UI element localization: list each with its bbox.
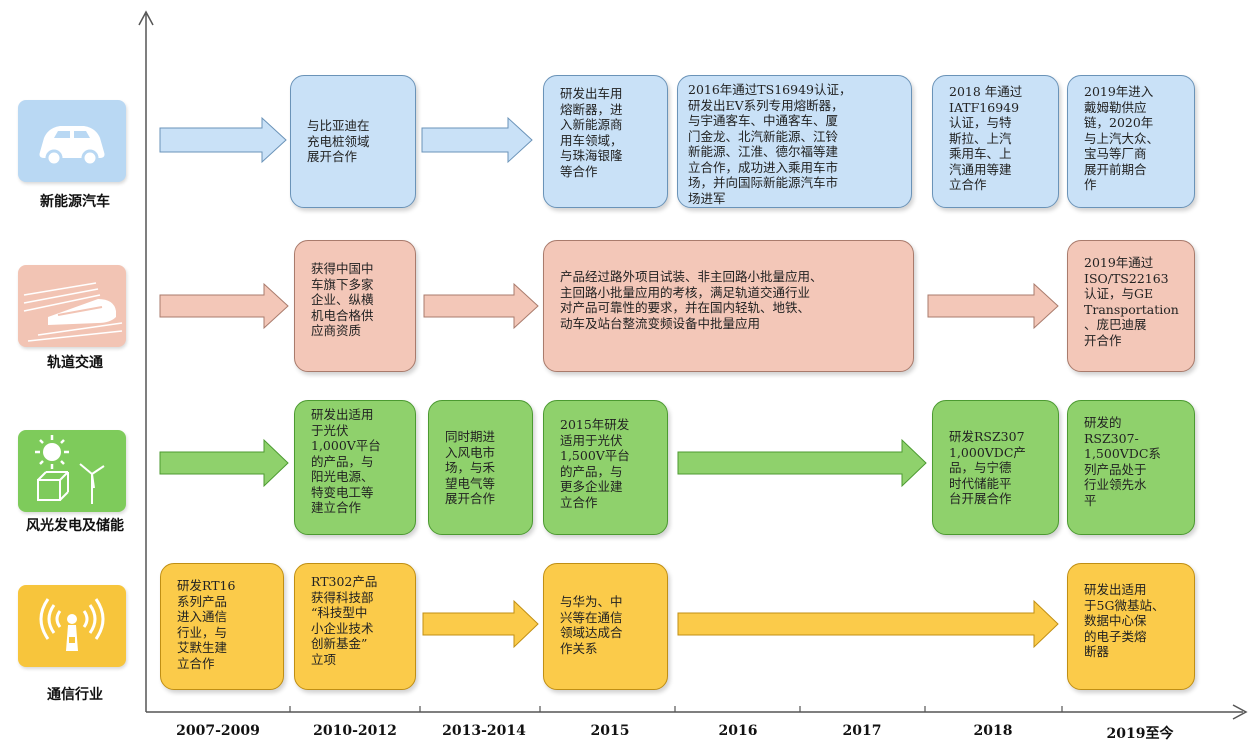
ev-box-2010: 与比亚迪在 充电桩领域 展开合作 [290, 75, 416, 208]
rail-box-2015: 产品经过路外项目试装、非主回路小批量应用、 主回路小批量应用的考核，满足轨道交通… [543, 240, 914, 372]
ev-box-2015: 研发出车用 熔断器，进 入新能源商 用车领域， 与珠海银隆 等合作 [543, 75, 668, 208]
pv-arrow-2 [677, 438, 927, 488]
rail-arrow-3 [927, 282, 1059, 330]
period-label: 2018 [973, 723, 1013, 739]
sector-label-ev: 新能源汽车 [40, 194, 110, 210]
rail-box-2019: 2019年通过 ISO/TS22163 认证，与GE Transportatio… [1067, 240, 1195, 372]
ev-arrow-2 [421, 116, 533, 164]
rail-arrow-2 [423, 282, 539, 330]
period-label: 2019至今 [1106, 726, 1174, 742]
period-label: 2010-2012 [313, 723, 397, 739]
signal-tower-icon [18, 585, 126, 667]
tel-arrow-1 [422, 599, 539, 649]
rail-arrow-1 [159, 282, 289, 330]
pv-arrow-1 [159, 438, 289, 488]
period-label: 2015 [590, 723, 630, 739]
sector-label-telecom: 通信行业 [47, 687, 103, 703]
period-label: 2013-2014 [442, 723, 526, 739]
sector-label-rail: 轨道交通 [47, 355, 103, 371]
tel-box-2010: RT302产品 获得科技部 “科技型中 小企业技术 创新基金” 立项 [294, 563, 416, 690]
tel-box-2007: 研发RT16 系列产品 进入通信 行业，与 艾默生建 立合作 [160, 563, 284, 690]
pv-box-2015: 2015年研发 适用于光伏 1,500V平台 的产品，与 更多企业建 立合作 [543, 400, 668, 535]
car-icon [18, 100, 126, 182]
ev-box-2016: 2016年通过TS16949认证， 研发出EV系列专用熔断器， 与宇通客车、中通… [677, 75, 912, 208]
ev-arrow-1 [159, 116, 287, 164]
period-label: 2017 [842, 723, 882, 739]
period-label: 2007-2009 [176, 723, 260, 739]
rail-box-2010: 获得中国中 车旗下多家 企业、纵横 机电合格供 应商资质 [294, 240, 416, 372]
pv-box-2018: 研发RSZ307 1,000VDC产 品，与宁德 时代储能平 台开展合作 [932, 400, 1059, 535]
ev-box-2018: 2018 年通过 IATF16949 认证，与特 斯拉、上汽 乘用车、上 汽通用… [932, 75, 1059, 208]
pv-box-2010: 研发出适用 于光伏 1,000V平台 的产品，与 阳光电源、 特变电工等 建立合… [294, 400, 416, 535]
train-icon [18, 265, 126, 347]
sun-wind-icon [18, 430, 126, 512]
ev-box-2019: 2019年进入 戴姆勒供应 链，2020年 与上汽大众、 宝马等厂商 展开前期合… [1067, 75, 1195, 208]
sector-label-pv: 风光发电及储能 [26, 518, 124, 534]
period-label: 2016 [718, 723, 758, 739]
tel-box-2019: 研发出适用 于5G微基站、 数据中心保 的电子类熔 断器 [1067, 563, 1195, 690]
pv-box-2019: 研发的 RSZ307- 1,500VDC系 列产品处于 行业领先水 平 [1067, 400, 1195, 535]
pv-box-2013: 同时期进 入风电市 场，与禾 望电气等 展开合作 [428, 400, 533, 535]
tel-box-2015: 与华为、中 兴等在通信 领域达成合 作关系 [543, 563, 668, 690]
tel-arrow-2 [677, 599, 1059, 649]
